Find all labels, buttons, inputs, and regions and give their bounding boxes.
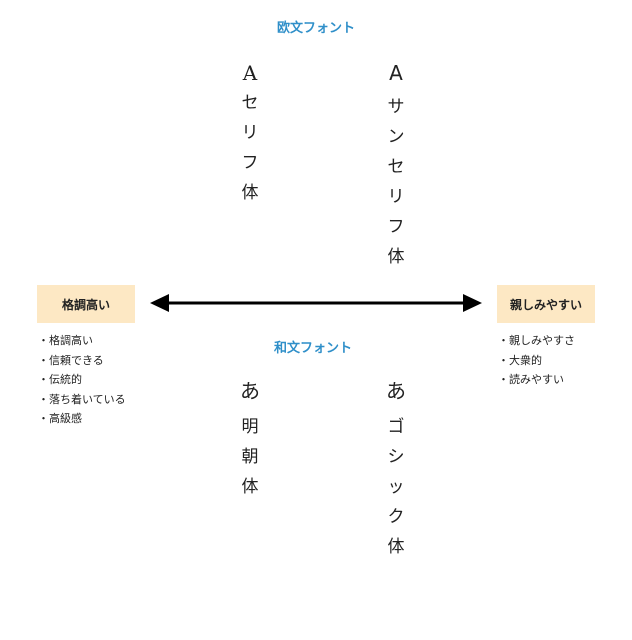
gothic-char: ゴ bbox=[387, 417, 405, 437]
list-item: 格調高い bbox=[38, 331, 126, 351]
gothic-char: 体 bbox=[387, 537, 405, 557]
formal-traits-list: 格調高い 信頼できる 伝統的 落ち着いている 高級感 bbox=[38, 331, 126, 429]
list-item: 親しみやすさ bbox=[498, 331, 575, 351]
serif-char: リ bbox=[241, 123, 259, 143]
gothic-char: シ bbox=[387, 447, 405, 467]
sans-serif-column: A サ ン セ リ フ 体 bbox=[381, 58, 411, 272]
serif-glyph: A bbox=[242, 61, 258, 85]
sans-char: セ bbox=[387, 157, 405, 177]
japanese-fonts-title: 和文フォント bbox=[273, 341, 352, 356]
serif-column: A セ リ フ 体 bbox=[235, 58, 265, 208]
mincho-char: 朝 bbox=[241, 447, 259, 467]
sans-char: フ bbox=[387, 217, 405, 237]
mincho-char: 明 bbox=[241, 417, 259, 437]
gothic-char: ク bbox=[387, 507, 405, 527]
sans-char: リ bbox=[387, 187, 405, 207]
mincho-char: 体 bbox=[241, 477, 259, 497]
serif-char: 体 bbox=[241, 183, 259, 203]
gothic-char: ッ bbox=[387, 477, 405, 497]
list-item: 高級感 bbox=[38, 409, 126, 429]
sans-char: 体 bbox=[387, 247, 405, 267]
mincho-column: あ 明 朝 体 bbox=[235, 376, 265, 502]
sans-char: サ bbox=[387, 97, 405, 117]
formal-badge: 格調高い bbox=[37, 285, 135, 323]
sans-glyph: A bbox=[389, 61, 403, 85]
gothic-glyph: あ bbox=[386, 379, 406, 403]
sans-char: ン bbox=[387, 127, 405, 147]
list-item: 信頼できる bbox=[38, 351, 126, 371]
gothic-column: あ ゴ シ ッ ク 体 bbox=[381, 376, 411, 562]
serif-char: フ bbox=[241, 153, 259, 173]
mincho-glyph: あ bbox=[240, 379, 260, 403]
arrow-head-left bbox=[150, 294, 169, 312]
list-item: 大衆的 bbox=[498, 351, 575, 371]
list-item: 落ち着いている bbox=[38, 390, 126, 410]
list-item: 読みやすい bbox=[498, 370, 575, 390]
friendly-badge: 親しみやすい bbox=[497, 285, 595, 323]
friendly-traits-list: 親しみやすさ 大衆的 読みやすい bbox=[498, 331, 575, 390]
list-item: 伝統的 bbox=[38, 370, 126, 390]
western-fonts-title: 欧文フォント bbox=[276, 21, 355, 36]
serif-char: セ bbox=[241, 93, 259, 113]
arrow-head-right bbox=[463, 294, 482, 312]
